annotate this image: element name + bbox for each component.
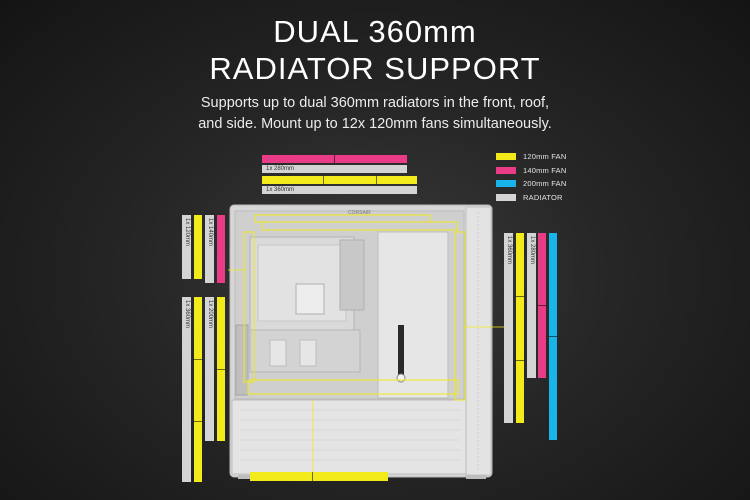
right-radiator-360-bar: 1x 360mm (504, 233, 513, 423)
fan-legend: 120mm FAN 140mm FAN 200mm FAN RADIATOR (496, 150, 566, 204)
left-fan-140-bar (217, 215, 225, 283)
legend-swatch-gray (496, 193, 516, 201)
right-radiator-360-label: 1x 360mm (506, 236, 512, 265)
top-fan-140-bar (262, 155, 407, 163)
left-fan-360-bar (194, 297, 202, 482)
left-radiator-120-label: 1x 120mm (184, 218, 190, 247)
psu-shroud-mesh (240, 409, 460, 461)
left-radiator-360-bar: 1x 360mm (182, 297, 191, 482)
top-radiator-280-bar: 1x 280mm (262, 165, 407, 173)
top-radiator-360-bar: 1x 360mm (262, 186, 417, 194)
bottom-fan-120-bar (250, 472, 388, 481)
left-radiator-140-bar: 1x 140mm (205, 215, 214, 283)
left-radiator-200-bar: 1x 200mm (205, 297, 214, 441)
heading-line-1: DUAL 360mm (273, 14, 477, 49)
legend-item-radiator: RADIATOR (496, 191, 566, 204)
legend-swatch-blue (496, 180, 516, 187)
top-radiator-280-label: 1x 280mm (266, 166, 295, 172)
case-logo-text: CORSAIR (348, 210, 371, 216)
cpu-cutout (295, 283, 325, 315)
heading-line-2: RADIATOR SUPPORT (209, 51, 541, 86)
right-fan-200-bar (549, 233, 557, 440)
legend-label: 140mm FAN (523, 165, 567, 175)
right-fan-120-bar (516, 233, 524, 423)
legend-swatch-pink (496, 166, 516, 174)
guide-lines (228, 269, 505, 473)
left-radiator-360-label: 1x 360mm (184, 300, 190, 329)
riser-cable (398, 325, 404, 380)
legend-item-120mm-fan: 120mm FAN (496, 150, 566, 163)
left-fan-200-yellow-bar (217, 297, 225, 441)
left-fan-140-label: 1x 140mm (207, 218, 213, 247)
left-radiator-120-bar: 1x 120mm (182, 215, 191, 279)
right-radiator-280-label: 1x 280mm (529, 236, 535, 265)
gpu-area (377, 231, 449, 399)
legend-label: 120mm FAN (523, 152, 567, 161)
right-radiator-280-bar: 1x 280mm (527, 233, 536, 378)
legend-swatch-yellow (496, 153, 516, 160)
right-fan-140-bar (538, 233, 546, 378)
legend-label: 200mm FAN (523, 179, 567, 188)
subheading-line-1: Supports up to dual 360mm radiators in t… (200, 95, 550, 111)
psu-shroud (231, 399, 467, 475)
legend-item-200mm-fan: 200mm FAN (496, 177, 566, 190)
fan-mount-outlines (243, 214, 466, 401)
left-fan-120-bar (194, 215, 202, 279)
subheading-line-2: and side. Mount up to 12x 120mm fans sim… (198, 116, 552, 132)
legend-label: RADIATOR (523, 192, 563, 202)
left-fan-200-label: 1x 200mm (207, 300, 213, 329)
top-fan-120-bar (262, 176, 417, 184)
legend-item-140mm-fan: 140mm FAN (496, 164, 566, 177)
top-radiator-360-label: 1x 360mm (266, 187, 295, 193)
